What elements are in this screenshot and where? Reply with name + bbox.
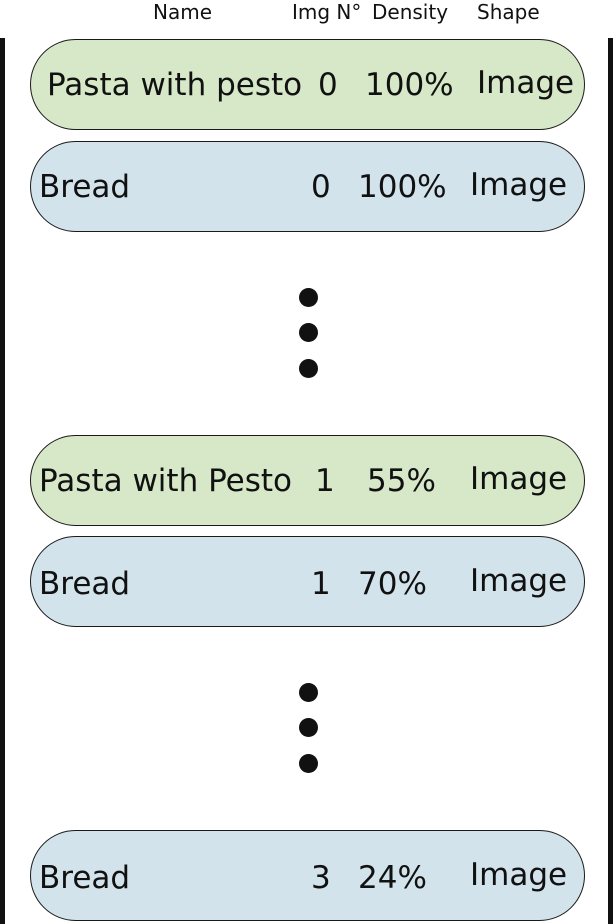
row-shape: Image <box>470 563 568 599</box>
column-header-img-number: Img N° <box>292 0 362 24</box>
row-img-number: 0 <box>311 169 331 205</box>
ellipsis-dot <box>299 359 318 378</box>
column-header-density: Density <box>372 0 449 24</box>
row-img-number: 0 <box>318 67 338 103</box>
row-density: 100% <box>358 169 447 205</box>
row-density: 70% <box>358 566 427 602</box>
list-item-bread-3: Bread 3 24% Image <box>30 830 585 921</box>
row-img-number: 1 <box>311 566 331 602</box>
row-shape: Image <box>470 857 568 893</box>
column-header-name: Name <box>153 0 213 24</box>
row-density: 100% <box>365 67 454 103</box>
row-shape: Image <box>470 167 568 203</box>
list-item-pasta-with-pesto-1: Pasta with Pesto 1 55% Image <box>30 435 585 526</box>
row-density: 55% <box>367 463 436 499</box>
left-border-line <box>0 38 5 924</box>
row-shape: Image <box>470 461 568 497</box>
list-item-pasta-with-pesto-0: Pasta with pesto 0 100% Image <box>30 39 585 130</box>
row-img-number: 1 <box>315 463 335 499</box>
row-name: Bread <box>39 860 131 896</box>
row-shape: Image <box>477 65 575 101</box>
ellipsis-dot <box>299 718 318 737</box>
right-border-line <box>608 38 613 924</box>
row-name: Pasta with Pesto <box>39 463 293 499</box>
ellipsis-dot <box>299 754 318 773</box>
ellipsis-dot <box>299 288 318 307</box>
row-img-number: 3 <box>311 860 331 896</box>
ellipsis-dot <box>299 683 318 702</box>
list-item-bread-1: Bread 1 70% Image <box>30 536 585 627</box>
row-name: Bread <box>39 566 131 602</box>
row-name: Pasta with pesto <box>47 67 303 103</box>
row-density: 24% <box>358 860 427 896</box>
list-item-bread-0: Bread 0 100% Image <box>30 141 585 232</box>
ellipsis-dot <box>299 323 318 342</box>
column-header-shape: Shape <box>477 0 540 24</box>
row-name: Bread <box>39 169 131 205</box>
